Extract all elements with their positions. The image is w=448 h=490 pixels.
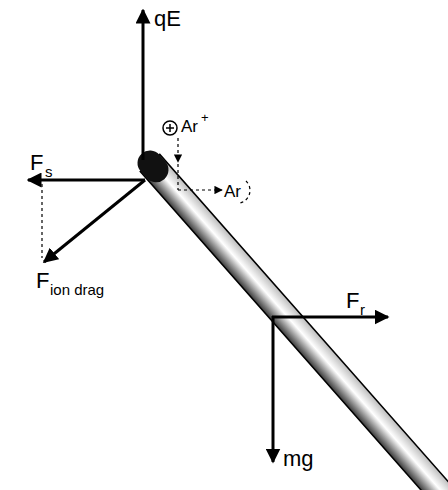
ion-charge: + [201,111,209,124]
force-subscript: ion drag [50,282,104,297]
force-label: F [36,270,49,292]
force-label: mg [283,448,314,470]
positive-ion-symbol [163,121,177,135]
ion-label: Ar [181,118,198,135]
ion-path [177,138,178,162]
atom-label: Ar [224,183,241,200]
force-arrow [142,10,145,160]
positive-ion-symbol [169,124,171,132]
rod-tip [150,163,156,170]
component-line [41,184,42,258]
force-arrow [44,180,145,262]
force-arrow [272,316,388,319]
force-subscript: s [45,164,53,179]
force-label: qE [154,8,181,30]
ion-path [178,189,222,190]
rod-body [140,154,448,490]
neutral-atom-outline [240,181,250,203]
force-arrow [272,316,275,462]
force-label: F [30,152,43,174]
force-subscript: r [360,302,365,317]
ion-path [177,164,178,190]
force-label: F [346,290,359,312]
